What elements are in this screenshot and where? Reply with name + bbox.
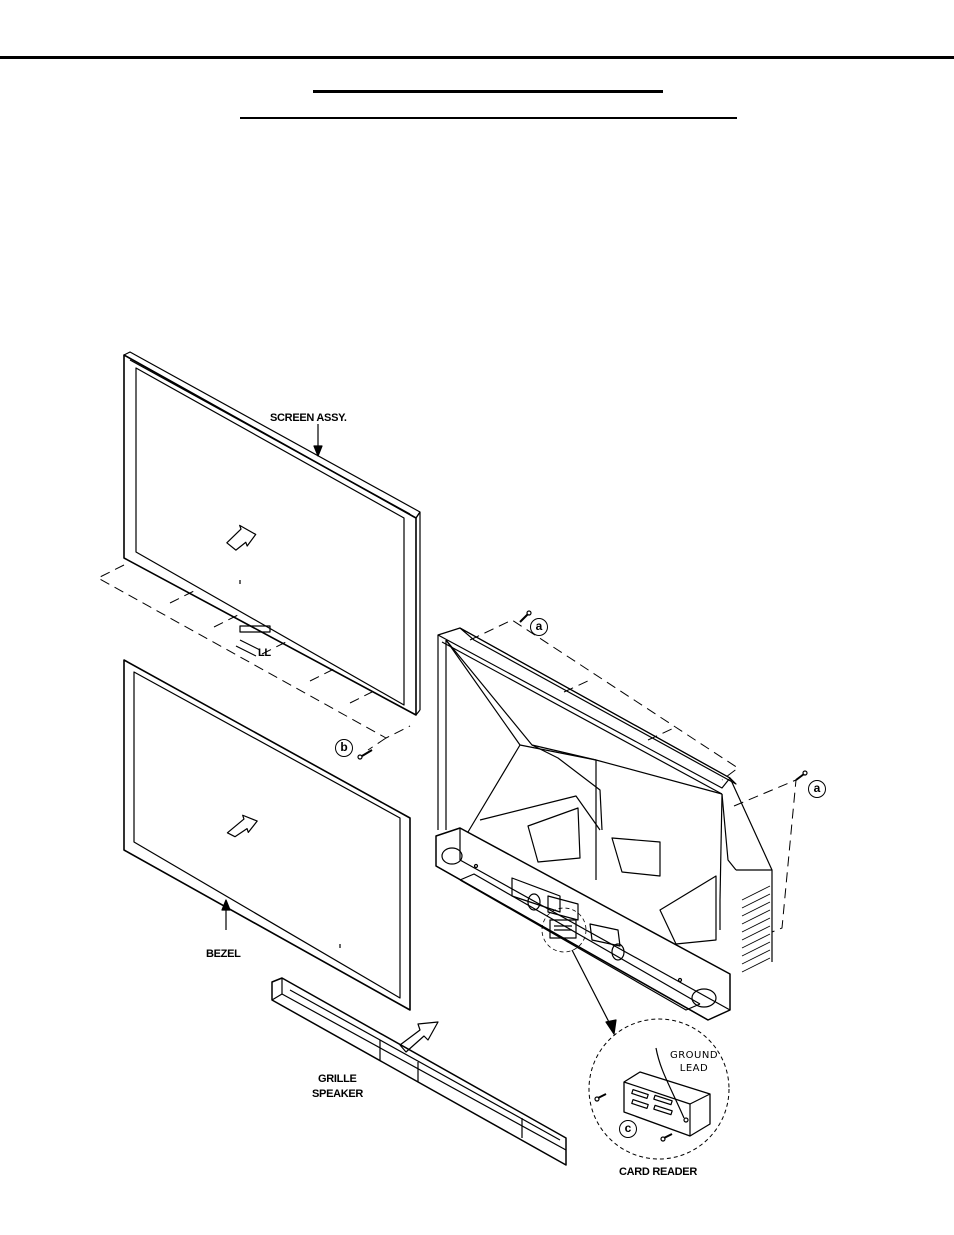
bezel-part bbox=[123, 659, 411, 1011]
subtitle-underline bbox=[240, 117, 737, 119]
bezel-label: BEZEL bbox=[206, 948, 241, 960]
screw-a-right bbox=[795, 770, 808, 781]
callout-b: b bbox=[335, 739, 353, 757]
title-underline bbox=[313, 90, 663, 93]
ll-label: LL bbox=[258, 647, 271, 659]
card-reader-label: CARD READER bbox=[619, 1166, 697, 1178]
callout-c: c bbox=[619, 1120, 637, 1138]
ground-label: GROUND bbox=[669, 1050, 719, 1061]
speaker-label: SPEAKER bbox=[312, 1088, 364, 1100]
screen-assy-part bbox=[123, 351, 421, 716]
screw-b bbox=[357, 749, 373, 760]
card-reader-detail bbox=[588, 1018, 730, 1160]
lead-label: LEAD bbox=[679, 1063, 709, 1074]
grille-label: GRILLE bbox=[318, 1073, 357, 1085]
cabinet-part bbox=[435, 627, 773, 1021]
screen-assy-label: SCREEN ASSY. bbox=[270, 412, 347, 424]
callout-a-top: a bbox=[530, 618, 548, 636]
header-rule bbox=[0, 56, 954, 59]
screw-a-top bbox=[519, 610, 532, 623]
grille-speaker-part bbox=[271, 977, 567, 1166]
callout-a-right: a bbox=[808, 780, 826, 798]
